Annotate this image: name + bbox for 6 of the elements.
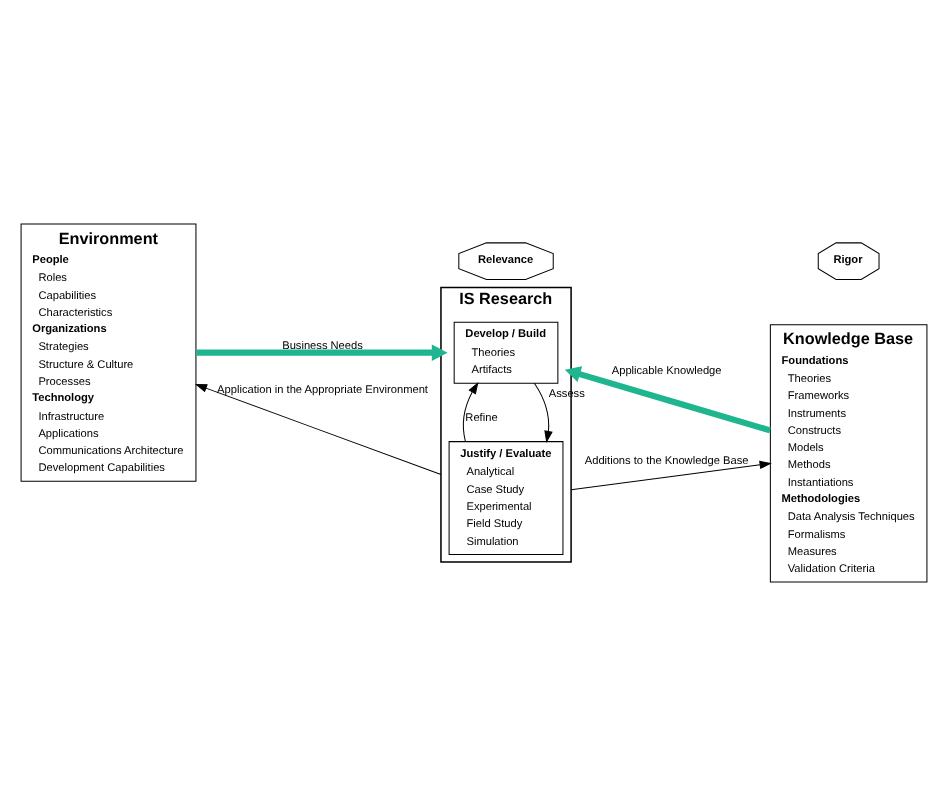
arrow xyxy=(194,384,442,475)
arrow xyxy=(196,344,448,361)
arrow xyxy=(533,382,553,444)
arrow xyxy=(564,366,771,434)
arrow xyxy=(462,381,479,443)
arrow xyxy=(570,460,772,491)
